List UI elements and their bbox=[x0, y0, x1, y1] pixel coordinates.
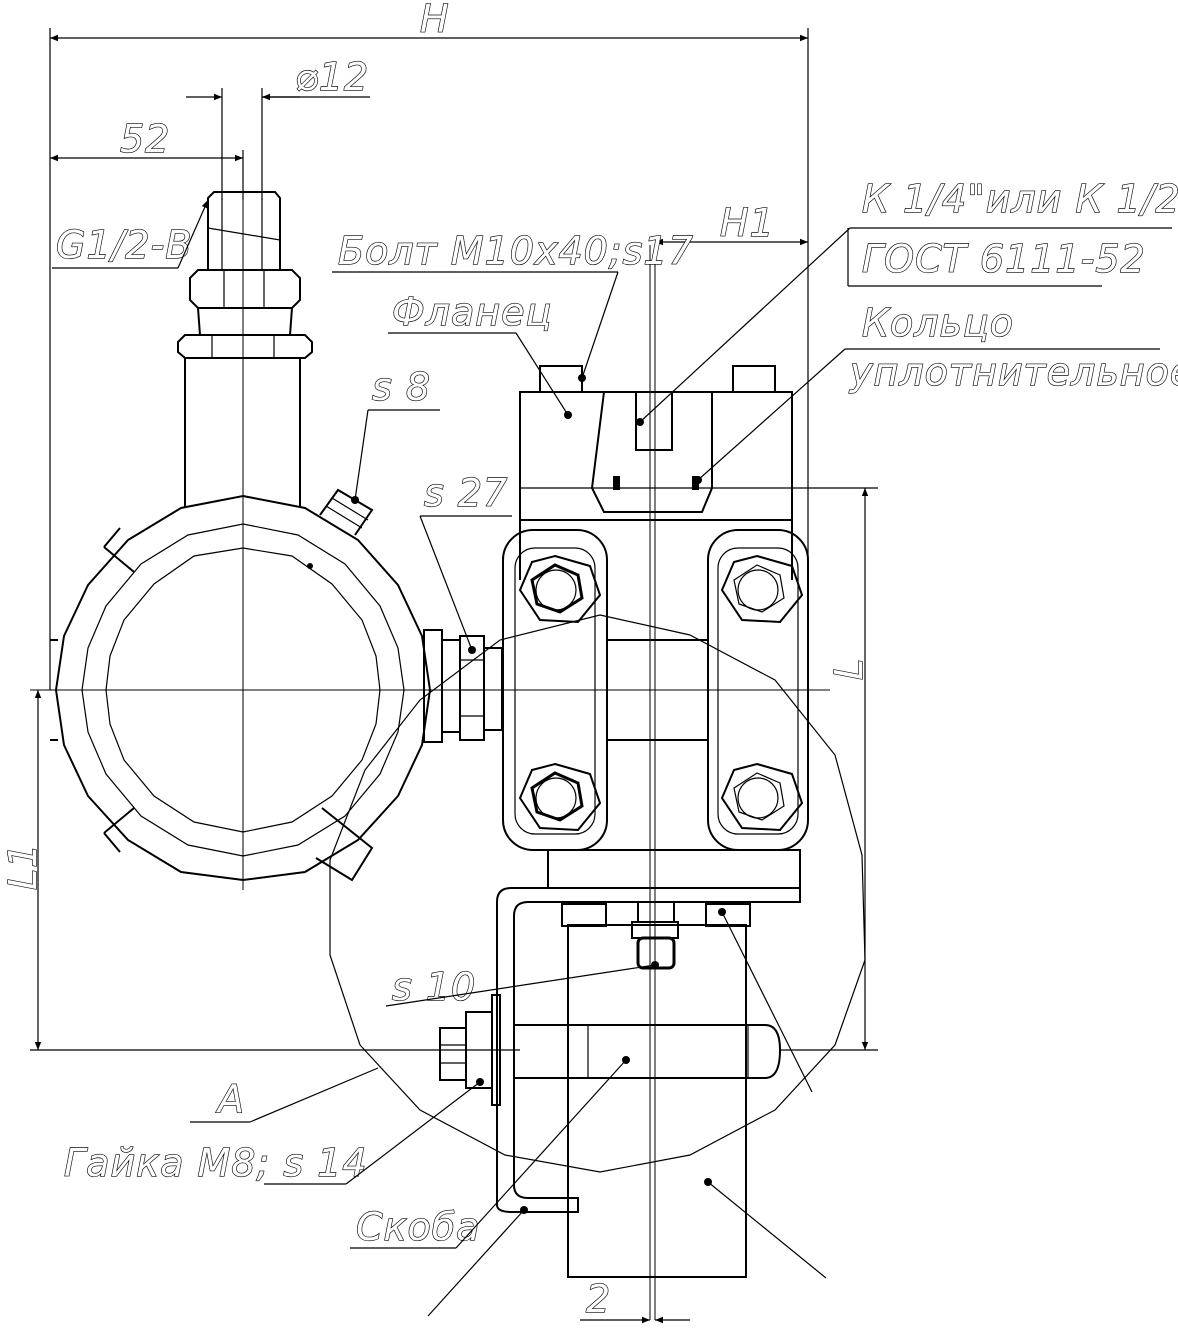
port-thread-label: К 1/4"или К 1/2" bbox=[862, 177, 1178, 221]
flange-body bbox=[502, 520, 809, 889]
housing bbox=[50, 488, 432, 882]
thread-label: G1/2-B bbox=[56, 223, 192, 267]
dimension-l-label: L bbox=[827, 658, 871, 680]
bolt-head-1 bbox=[518, 554, 602, 624]
nut-label: Гайка М8; s 14 bbox=[64, 1141, 368, 1185]
s8-label: s 8 bbox=[372, 365, 431, 409]
ring-label-1: Кольцо bbox=[862, 301, 1014, 345]
callout-nut: Гайка М8; s 14 bbox=[63, 1078, 484, 1186]
callout-s27: s 27 bbox=[419, 470, 512, 654]
thread-callout: G1/2-B bbox=[52, 199, 209, 269]
dimension-52: 52 bbox=[50, 116, 244, 200]
callout-bracket: Скоба bbox=[350, 1056, 630, 1250]
callout-s8: s 8 bbox=[351, 364, 440, 504]
dimension-2: 2 bbox=[580, 1276, 690, 1324]
callout-flange: Фланец bbox=[388, 289, 572, 419]
flange-label: Фланец bbox=[392, 290, 552, 334]
centerlines bbox=[30, 155, 830, 1320]
dimension-diameter: ⌀12 bbox=[186, 54, 370, 200]
dimension-h1: H1 bbox=[655, 200, 808, 246]
callout-view-a: А bbox=[190, 1067, 379, 1123]
dimension-2-label: 2 bbox=[586, 1277, 611, 1321]
dimension-l1: L1 bbox=[0, 690, 520, 1051]
bolt-label: Болт М10х40;s17 bbox=[338, 229, 694, 273]
bolt-head-3 bbox=[518, 762, 602, 832]
callout-ring: Кольцо уплотнительное bbox=[694, 300, 1178, 484]
callout-s10: s 10 bbox=[385, 961, 659, 1010]
bolt-head-2 bbox=[720, 554, 804, 624]
fitting bbox=[177, 191, 313, 508]
bracket-label: Скоба bbox=[356, 1205, 480, 1249]
view-a-label: А bbox=[215, 1077, 245, 1121]
top-flange bbox=[519, 365, 878, 521]
ring-label-2: уплотнительное bbox=[849, 350, 1178, 394]
s27-label: s 27 bbox=[424, 471, 508, 515]
dimension-h1-label: H1 bbox=[720, 201, 775, 245]
dimension-diameter-label: ⌀12 bbox=[295, 55, 369, 99]
dimension-52-label: 52 bbox=[120, 117, 170, 161]
mounting-bracket bbox=[439, 887, 801, 1278]
dimension-l1-label: L1 bbox=[1, 843, 45, 890]
view-a-circle bbox=[329, 614, 866, 1173]
dimension-l: L bbox=[780, 488, 878, 1051]
callout-port-thread: К 1/4"или К 1/2" ГОСТ 6111-52 bbox=[636, 176, 1178, 426]
s10-label: s 10 bbox=[392, 965, 476, 1009]
standard-label: ГОСТ 6111-52 bbox=[862, 237, 1146, 281]
dimension-h-label: H bbox=[420, 0, 450, 41]
bolt-head-4 bbox=[720, 762, 804, 832]
dimension-h: H bbox=[49, 0, 809, 690]
callout-bolt: Болт М10х40;s17 bbox=[332, 228, 694, 382]
extra-leaders bbox=[307, 563, 827, 1317]
